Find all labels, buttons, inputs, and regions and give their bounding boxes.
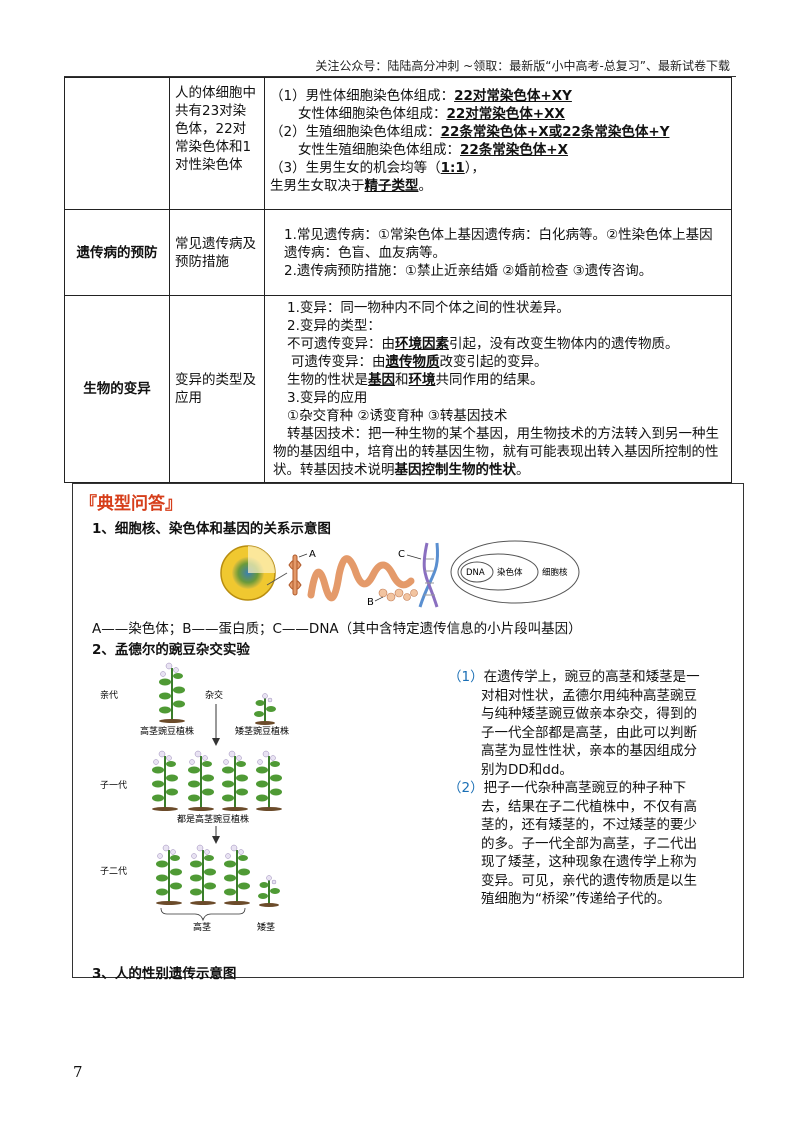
chromosome-icon: [288, 554, 302, 596]
pea-cross-figure: 亲代 杂交 高茎豌豆植株 矮茎豌豆植株 子一代 都是高茎豌豆植株 子二代 高茎 …: [100, 662, 289, 933]
label-f2: 子二代: [100, 866, 127, 877]
question-3: 3、人的性别遗传示意图: [92, 966, 237, 982]
page-header: 关注公众号：陆陆高分冲刺 ~领取：最新版“小中高考-总复习”、最新试卷下载: [315, 59, 730, 73]
section-title: 『典型问答』: [80, 494, 182, 514]
label-tall-plant: 高茎豌豆植株: [140, 725, 194, 737]
chromatin-coil-icon: [307, 555, 415, 602]
header-rule: [64, 76, 736, 77]
label-short-plant: 矮茎豌豆植株: [235, 725, 289, 737]
nested-ellipse-diagram: [450, 540, 580, 604]
row1-content: （1）男性体细胞染色体组成：22对常染色体+XY 女性体细胞染色体组成：22对常…: [264, 77, 732, 210]
table-row: 人的体细胞中共有23对染色体，22对常染色体和1对性染色体 （1）男性体细胞染色…: [64, 77, 732, 210]
label-parent: 亲代: [100, 689, 118, 701]
row3-topic: 生物的变异: [64, 295, 170, 483]
tall-pea-plant-icon: [158, 662, 186, 724]
label-chromosome: 染色体: [497, 567, 523, 578]
row3-subtopic: 变异的类型及应用: [169, 295, 265, 483]
answer-paragraph-1: （1）在遗传学上，豌豆的高茎和矮茎是一对相对性状，孟德尔用纯种高茎豌豆与纯种矮茎…: [448, 669, 700, 778]
question-2: 2、孟德尔的豌豆杂交实验: [92, 642, 250, 658]
typical-qa-box: [72, 483, 744, 978]
row1-subtopic: 人的体细胞中共有23对染色体，22对常染色体和1对性染色体: [169, 77, 265, 210]
label-c: C: [398, 549, 405, 560]
row1-topic: [64, 77, 170, 210]
page-number: 7: [73, 1063, 83, 1081]
cell-chromosome-dna-figure: A B C DNA 染色体 细胞核: [220, 540, 580, 608]
label-b: B: [367, 597, 374, 608]
label-f2-short: 矮茎: [257, 921, 275, 933]
label-f2-tall: 高茎: [193, 921, 211, 933]
label-cross: 杂交: [205, 689, 223, 701]
answer-paragraph-2: （2）把子一代杂种高茎豌豆的种子种下去，结果在子二代植株中，不仅有高茎的，还有矮…: [448, 780, 697, 907]
row3-content: 1.变异：同一物种内不同个体之间的性状差异。 2.变异的类型： 不可遗传变异：由…: [264, 295, 732, 483]
row2-subtopic: 常见遗传病及预防措施: [169, 209, 265, 296]
label-a: A: [309, 549, 316, 560]
label-f1-note: 都是高茎豌豆植株: [177, 813, 249, 825]
row2-topic: 遗传病的预防: [64, 209, 170, 296]
knowledge-table: 人的体细胞中共有23对染色体，22对常染色体和1对性染色体 （1）男性体细胞染色…: [64, 77, 732, 483]
label-nucleus: 细胞核: [542, 567, 568, 578]
table-row: 生物的变异 变异的类型及应用 1.变异：同一物种内不同个体之间的性状差异。 2.…: [64, 295, 732, 483]
figure1-caption: A——染色体；B——蛋白质；C——DNA（其中含特定遗传信息的小片段叫基因）: [92, 621, 582, 637]
label-f1: 子一代: [100, 780, 127, 791]
dna-helix-icon: [418, 542, 440, 608]
short-pea-plant-icon: [253, 692, 277, 726]
table-row: 遗传病的预防 常见遗传病及预防措施 1.常见遗传病：①常染色体上基因遗传病：白化…: [64, 209, 732, 296]
label-dna: DNA: [466, 568, 485, 578]
question-1: 1、细胞核、染色体和基因的关系示意图: [92, 521, 331, 537]
row2-content: 1.常见遗传病：①常染色体上基因遗传病：白化病等。②性染色体上基因遗传病：色盲、…: [264, 209, 732, 296]
